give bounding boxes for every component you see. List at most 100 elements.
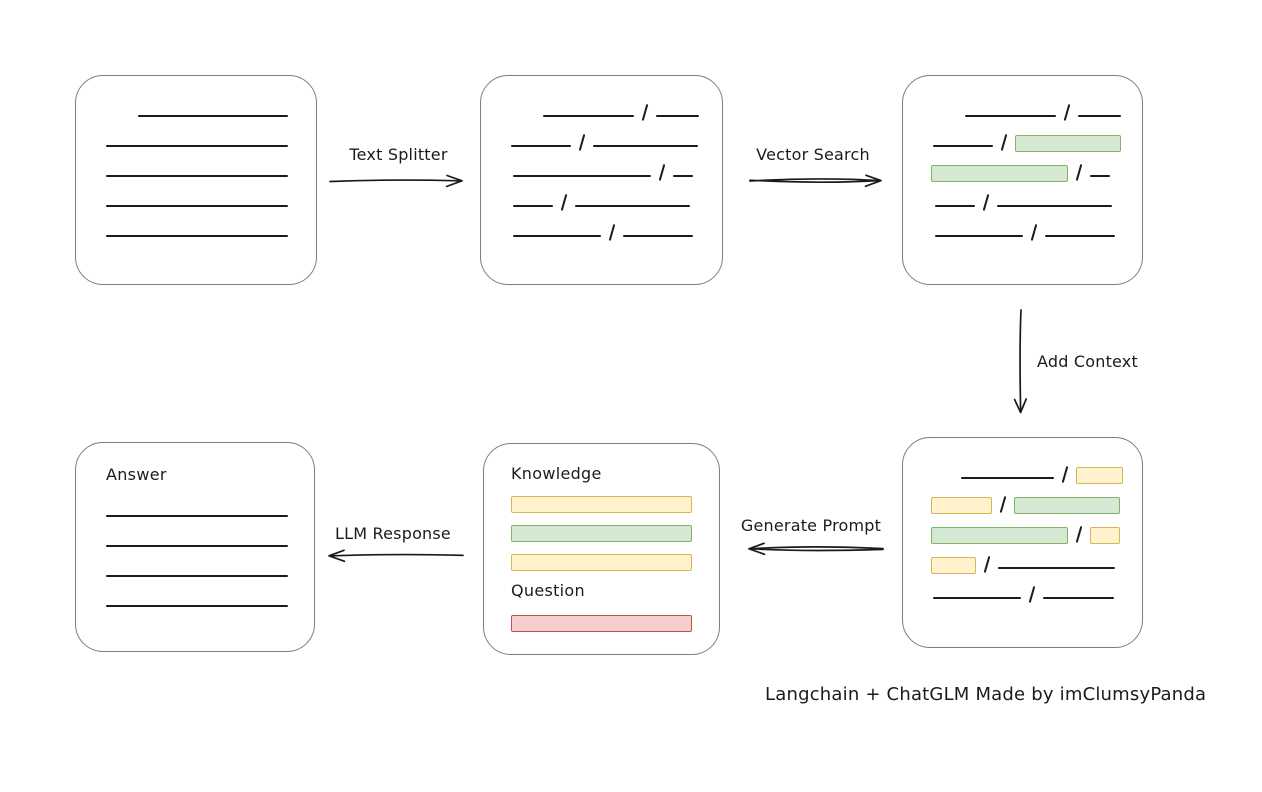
slash-separator-icon	[657, 164, 667, 181]
sketch-line	[656, 115, 699, 117]
highlight-yellow	[1090, 527, 1120, 544]
left-arrow-icon	[748, 542, 884, 556]
sketch-row	[965, 92, 1142, 122]
sketch-line	[933, 597, 1021, 599]
highlight-yellow	[1076, 467, 1123, 484]
sketch-line	[106, 545, 288, 547]
sketch-row	[931, 152, 1142, 182]
sketch-line	[106, 235, 288, 237]
add-context-arrow	[1009, 308, 1033, 420]
context-chunks-node	[902, 437, 1143, 648]
slash-separator-icon	[607, 224, 617, 241]
generate-prompt-arrow	[740, 538, 885, 560]
sketch-line	[1045, 235, 1115, 237]
sketch-line	[106, 175, 288, 177]
generate-prompt-label: Generate Prompt	[740, 516, 882, 535]
sketch-line	[513, 235, 601, 237]
sketch-line	[1078, 115, 1121, 117]
sketch-row	[935, 212, 1142, 242]
slash-separator-icon	[1062, 104, 1072, 121]
sketch-line	[513, 205, 553, 207]
sketch-line	[138, 115, 288, 117]
llm-response-arrow	[320, 545, 465, 567]
document-lines	[76, 76, 316, 242]
slash-separator-icon	[1029, 224, 1039, 241]
sketch-line	[933, 145, 993, 147]
sketch-row	[933, 574, 1142, 604]
sketch-row	[931, 484, 1142, 514]
slash-separator-icon	[1027, 586, 1037, 603]
slash-separator-icon	[577, 134, 587, 151]
sketch-line	[997, 205, 1112, 207]
vector-search-label: Vector Search	[756, 145, 870, 164]
sketch-line	[513, 175, 651, 177]
sketch-line	[543, 115, 634, 117]
sketch-row	[106, 212, 316, 242]
context-chunks-lines	[903, 438, 1142, 604]
knowledge-label: Knowledge	[511, 464, 602, 483]
sketch-line	[511, 145, 571, 147]
text-splitter-arrow	[328, 170, 470, 192]
question-bars	[484, 615, 719, 632]
sketch-row	[931, 544, 1142, 574]
slash-separator-icon	[559, 194, 569, 211]
sketch-line	[1043, 597, 1114, 599]
sketch-row	[961, 454, 1142, 484]
llm-response-label: LLM Response	[335, 524, 451, 543]
sketch-row	[138, 92, 316, 122]
sketch-line	[998, 567, 1115, 569]
prompt-node: Knowledge Question	[483, 443, 720, 655]
sketch-line	[106, 575, 288, 577]
knowledge-bars	[484, 496, 719, 571]
sketch-line	[106, 515, 288, 517]
slash-separator-icon	[999, 134, 1009, 151]
slash-separator-icon	[982, 556, 992, 573]
highlight-yellow	[931, 557, 976, 574]
add-context-label: Add Context	[1037, 352, 1138, 371]
sketch-line	[935, 205, 975, 207]
matched-chunks-node	[902, 75, 1143, 285]
sketch-row	[106, 152, 316, 182]
slash-separator-icon	[1074, 164, 1084, 181]
sketch-line	[935, 235, 1023, 237]
sketch-line	[106, 145, 288, 147]
sketch-line	[961, 477, 1054, 479]
sketch-line	[965, 115, 1056, 117]
answer-lines	[76, 515, 314, 607]
slash-separator-icon	[998, 496, 1008, 513]
sketch-row	[513, 152, 722, 182]
slash-separator-icon	[981, 194, 991, 211]
right-arrow-icon	[749, 174, 882, 188]
green-bar	[511, 525, 692, 542]
answer-node: Answer	[75, 442, 315, 652]
yellow-bar	[511, 496, 692, 513]
sketch-row	[513, 212, 722, 242]
highlight-green	[931, 165, 1068, 182]
left-arrow-icon	[328, 549, 464, 563]
answer-label: Answer	[106, 465, 167, 484]
question-label: Question	[511, 581, 585, 600]
highlight-green	[1014, 497, 1120, 514]
chunks-lines	[481, 76, 722, 242]
sketch-row	[933, 122, 1142, 152]
sketch-row	[935, 182, 1142, 212]
sketch-row	[106, 182, 316, 212]
red-bar	[511, 615, 692, 632]
yellow-bar	[511, 554, 692, 571]
slash-separator-icon	[1060, 466, 1070, 483]
sketch-row	[931, 514, 1142, 544]
highlight-green	[1015, 135, 1121, 152]
vector-search-arrow	[748, 170, 888, 192]
slash-separator-icon	[1074, 526, 1084, 543]
slash-separator-icon	[640, 104, 650, 121]
chunks-node	[480, 75, 723, 285]
document-node	[75, 75, 317, 285]
sketch-row	[511, 122, 722, 152]
sketch-row	[543, 92, 722, 122]
down-arrow-icon	[1013, 309, 1028, 414]
sketch-row	[513, 182, 722, 212]
sketch-row	[106, 122, 316, 152]
sketch-line	[593, 145, 698, 147]
text-splitter-label: Text Splitter	[349, 145, 448, 164]
right-arrow-icon	[329, 174, 463, 188]
